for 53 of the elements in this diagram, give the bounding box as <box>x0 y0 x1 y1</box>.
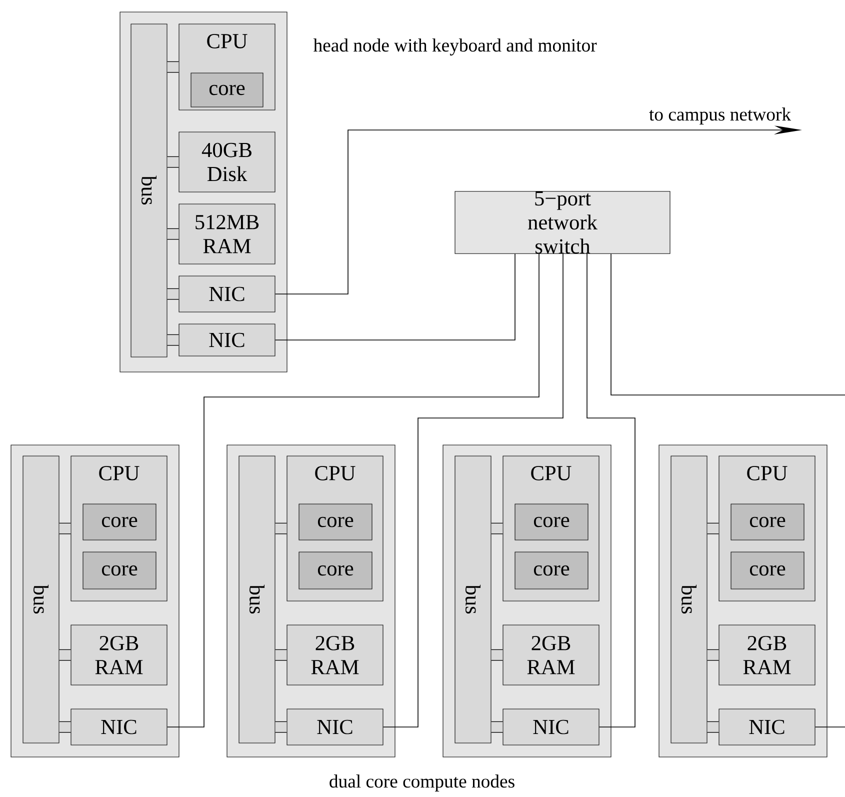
component-box: NIC <box>718 708 816 746</box>
core-box: core <box>298 504 372 540</box>
core-box: core <box>298 552 372 590</box>
core-box: core <box>730 552 804 590</box>
bus-connector <box>167 228 179 240</box>
core-box: core <box>730 504 804 540</box>
core-box: core <box>82 504 156 540</box>
bus-bar: bus <box>130 24 168 358</box>
component-box: 2GB RAM <box>502 624 600 686</box>
bus-connector <box>275 649 287 661</box>
bus-connector <box>491 522 503 534</box>
core-box: core <box>514 504 588 540</box>
bus-connector <box>275 721 287 733</box>
bus-connector <box>59 721 71 733</box>
bus-connector <box>491 721 503 733</box>
component-box: 40GB Disk <box>178 132 276 192</box>
component-box: 512MB RAM <box>178 204 276 264</box>
core-box: core <box>190 72 264 108</box>
component-box: NIC <box>178 276 276 312</box>
switch-box: 5−port network switch <box>454 191 670 254</box>
bus-connector <box>707 522 719 534</box>
bus-connector <box>59 522 71 534</box>
component-box: 2GB RAM <box>286 624 384 686</box>
bus-bar: bus <box>22 456 60 744</box>
component-box: 2GB RAM <box>70 624 168 686</box>
component-box: 2GB RAM <box>718 624 816 686</box>
bus-bar: bus <box>454 456 492 744</box>
component-box: NIC <box>502 708 600 746</box>
cable <box>814 726 845 728</box>
caption-text: dual core compute nodes <box>330 774 514 792</box>
component-box: NIC <box>178 324 276 356</box>
caption-text: head node with keyboard and monitor <box>313 38 597 56</box>
bus-bar: bus <box>238 456 276 744</box>
bus-connector <box>167 288 179 300</box>
bus-connector <box>707 649 719 661</box>
cable <box>586 253 636 728</box>
bus-connector <box>491 649 503 661</box>
edge-label: to campus network <box>648 106 792 126</box>
cable <box>166 253 540 728</box>
bus-bar: bus <box>670 456 708 744</box>
cable <box>382 253 564 728</box>
core-box: core <box>82 552 156 590</box>
component-box: NIC <box>286 708 384 746</box>
bus-connector <box>167 156 179 168</box>
bus-connector <box>167 61 179 73</box>
core-box: core <box>514 552 588 590</box>
bus-connector <box>167 334 179 346</box>
bus-connector <box>707 721 719 733</box>
cable <box>610 253 845 396</box>
bus-connector <box>275 522 287 534</box>
bus-connector <box>59 649 71 661</box>
component-box: NIC <box>70 708 168 746</box>
cable <box>274 253 516 340</box>
